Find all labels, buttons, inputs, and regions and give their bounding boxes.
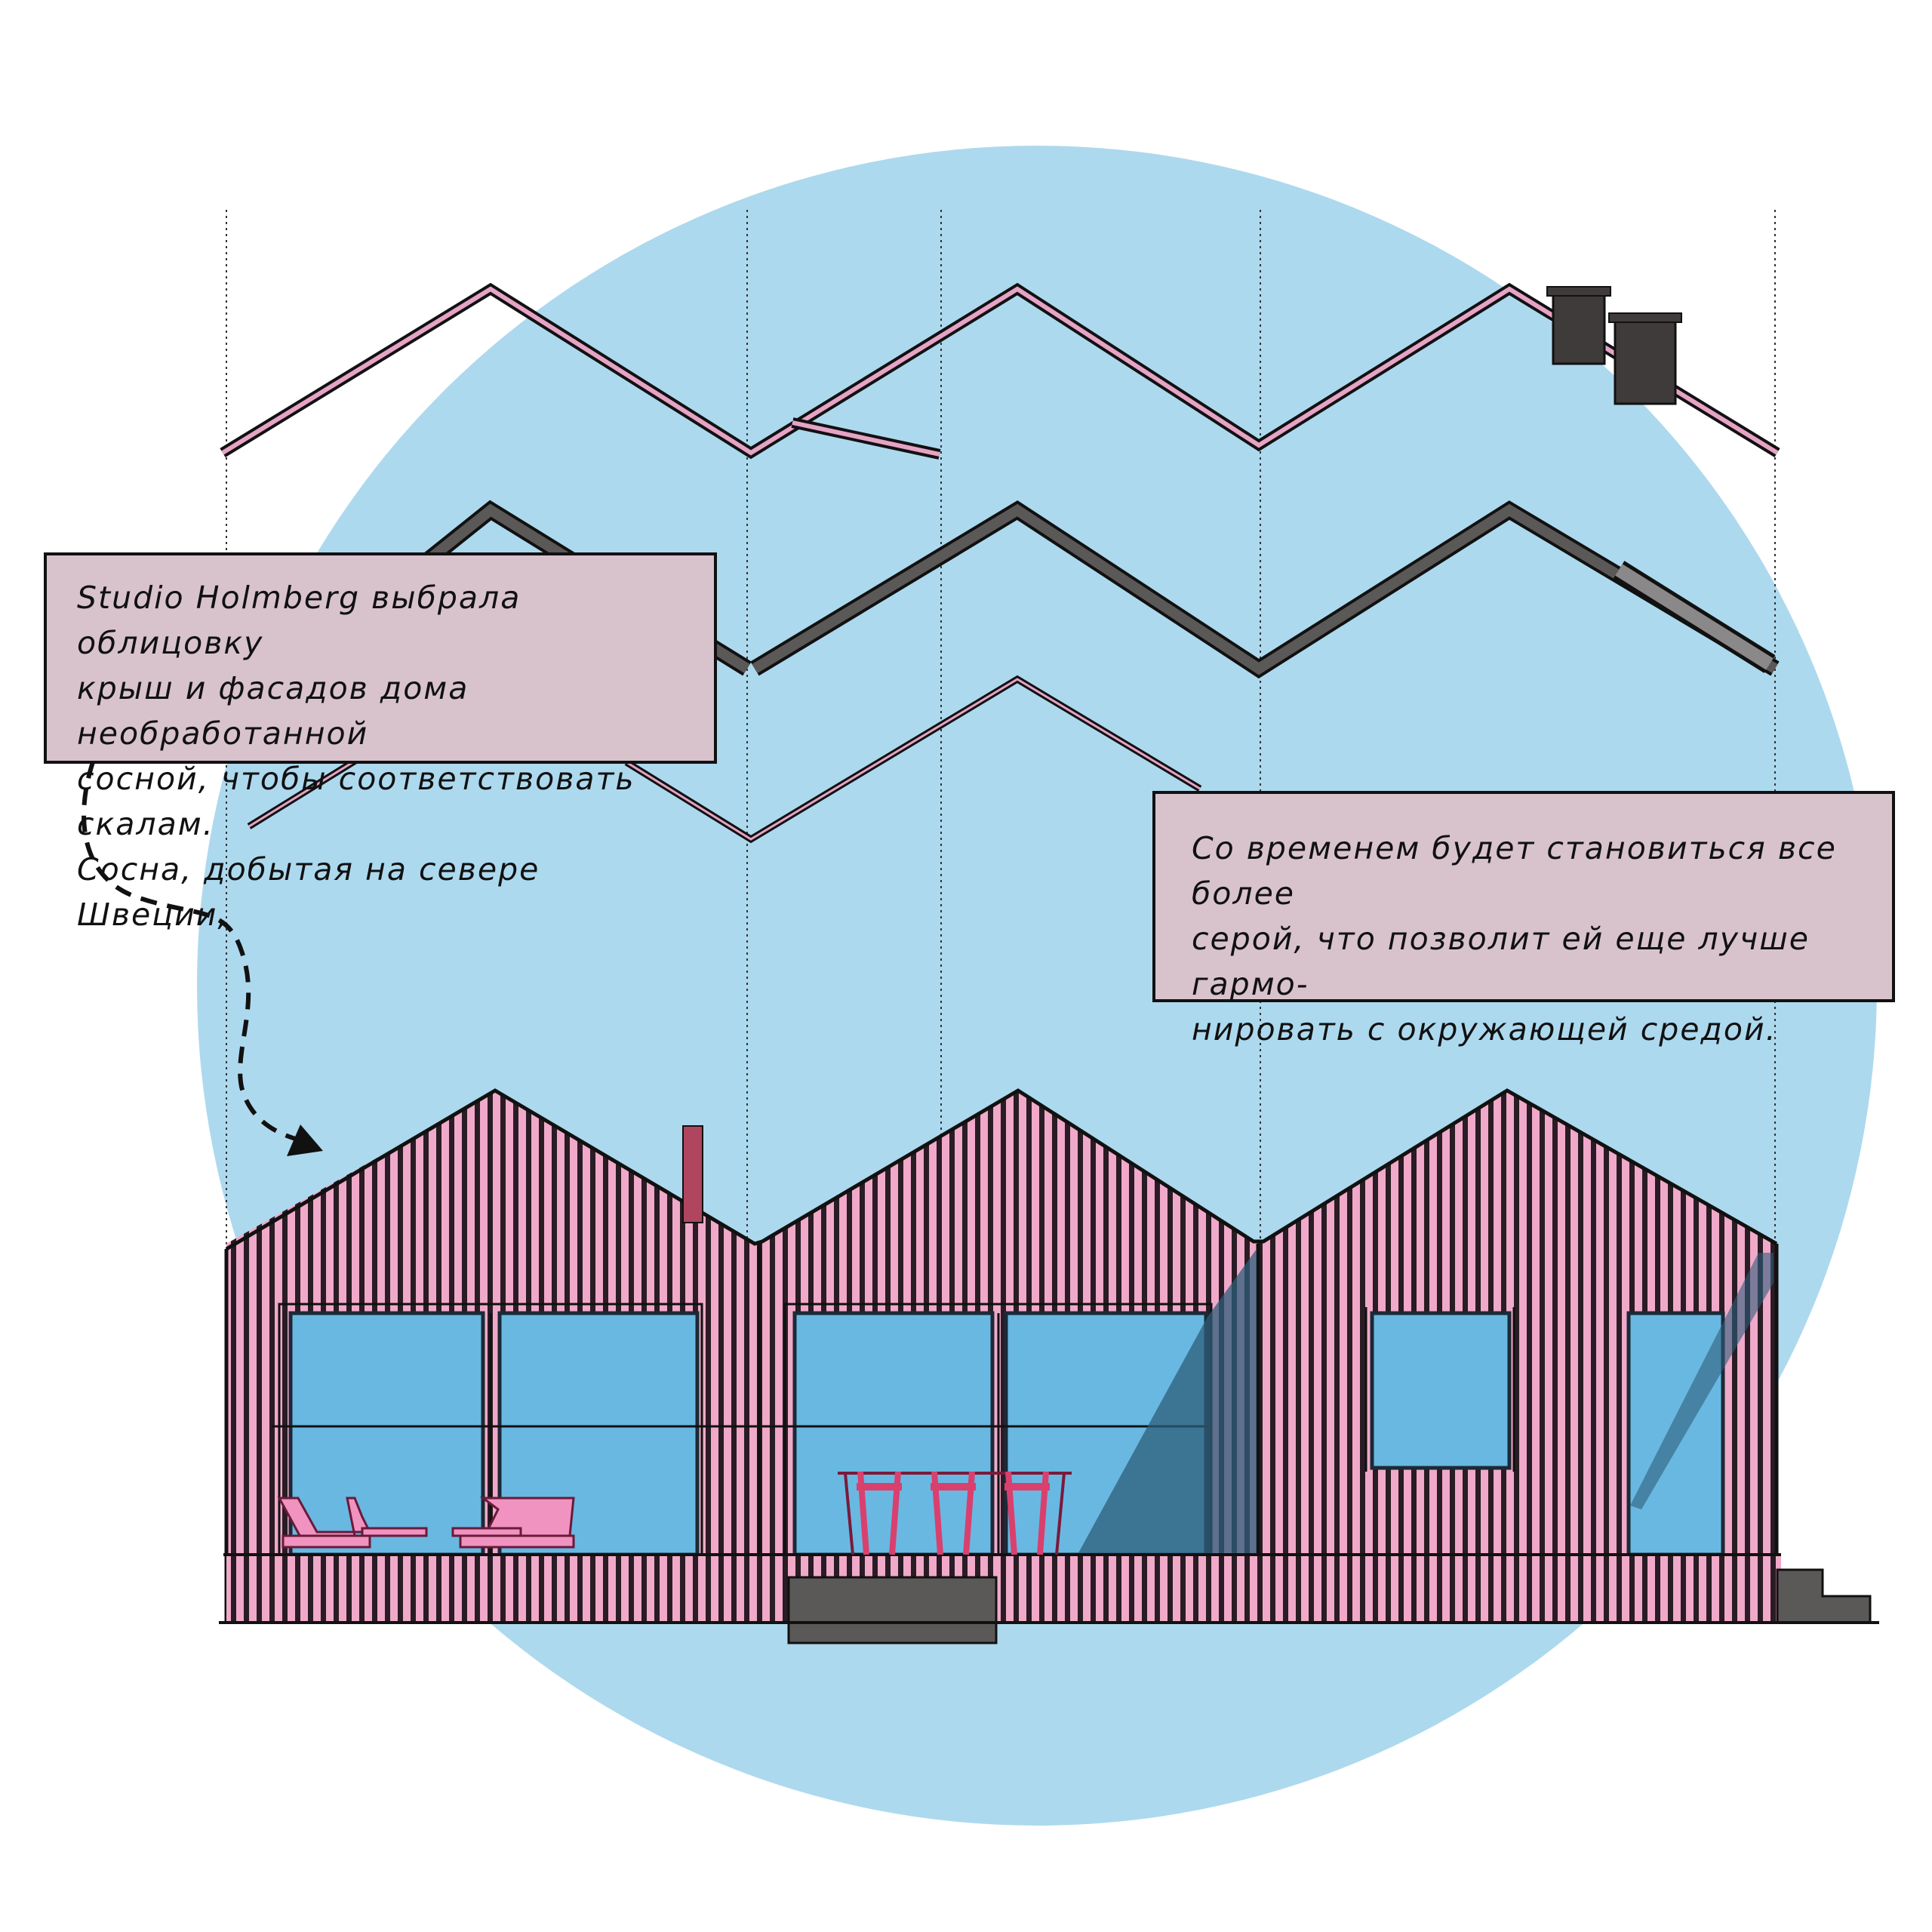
cast-shadows xyxy=(1075,1249,1774,1558)
dining-set xyxy=(838,1471,1072,1555)
loungers xyxy=(277,1497,575,1549)
annotation-right: Со временем будет становиться все более … xyxy=(1152,791,1895,1048)
chimney-1 xyxy=(1546,286,1611,365)
deck xyxy=(223,1553,1872,1644)
dashed-arrow xyxy=(82,761,323,1156)
roof-layer-top xyxy=(220,282,1780,460)
annotation-left: Studio Holmberg выбрала облицовку крыш и… xyxy=(44,552,717,933)
window-right-1 xyxy=(1370,1311,1512,1470)
plinth xyxy=(787,1576,998,1644)
chimney-2 xyxy=(1608,312,1682,405)
chimney-pipe xyxy=(682,1125,703,1223)
window-left-1 xyxy=(288,1311,485,1557)
